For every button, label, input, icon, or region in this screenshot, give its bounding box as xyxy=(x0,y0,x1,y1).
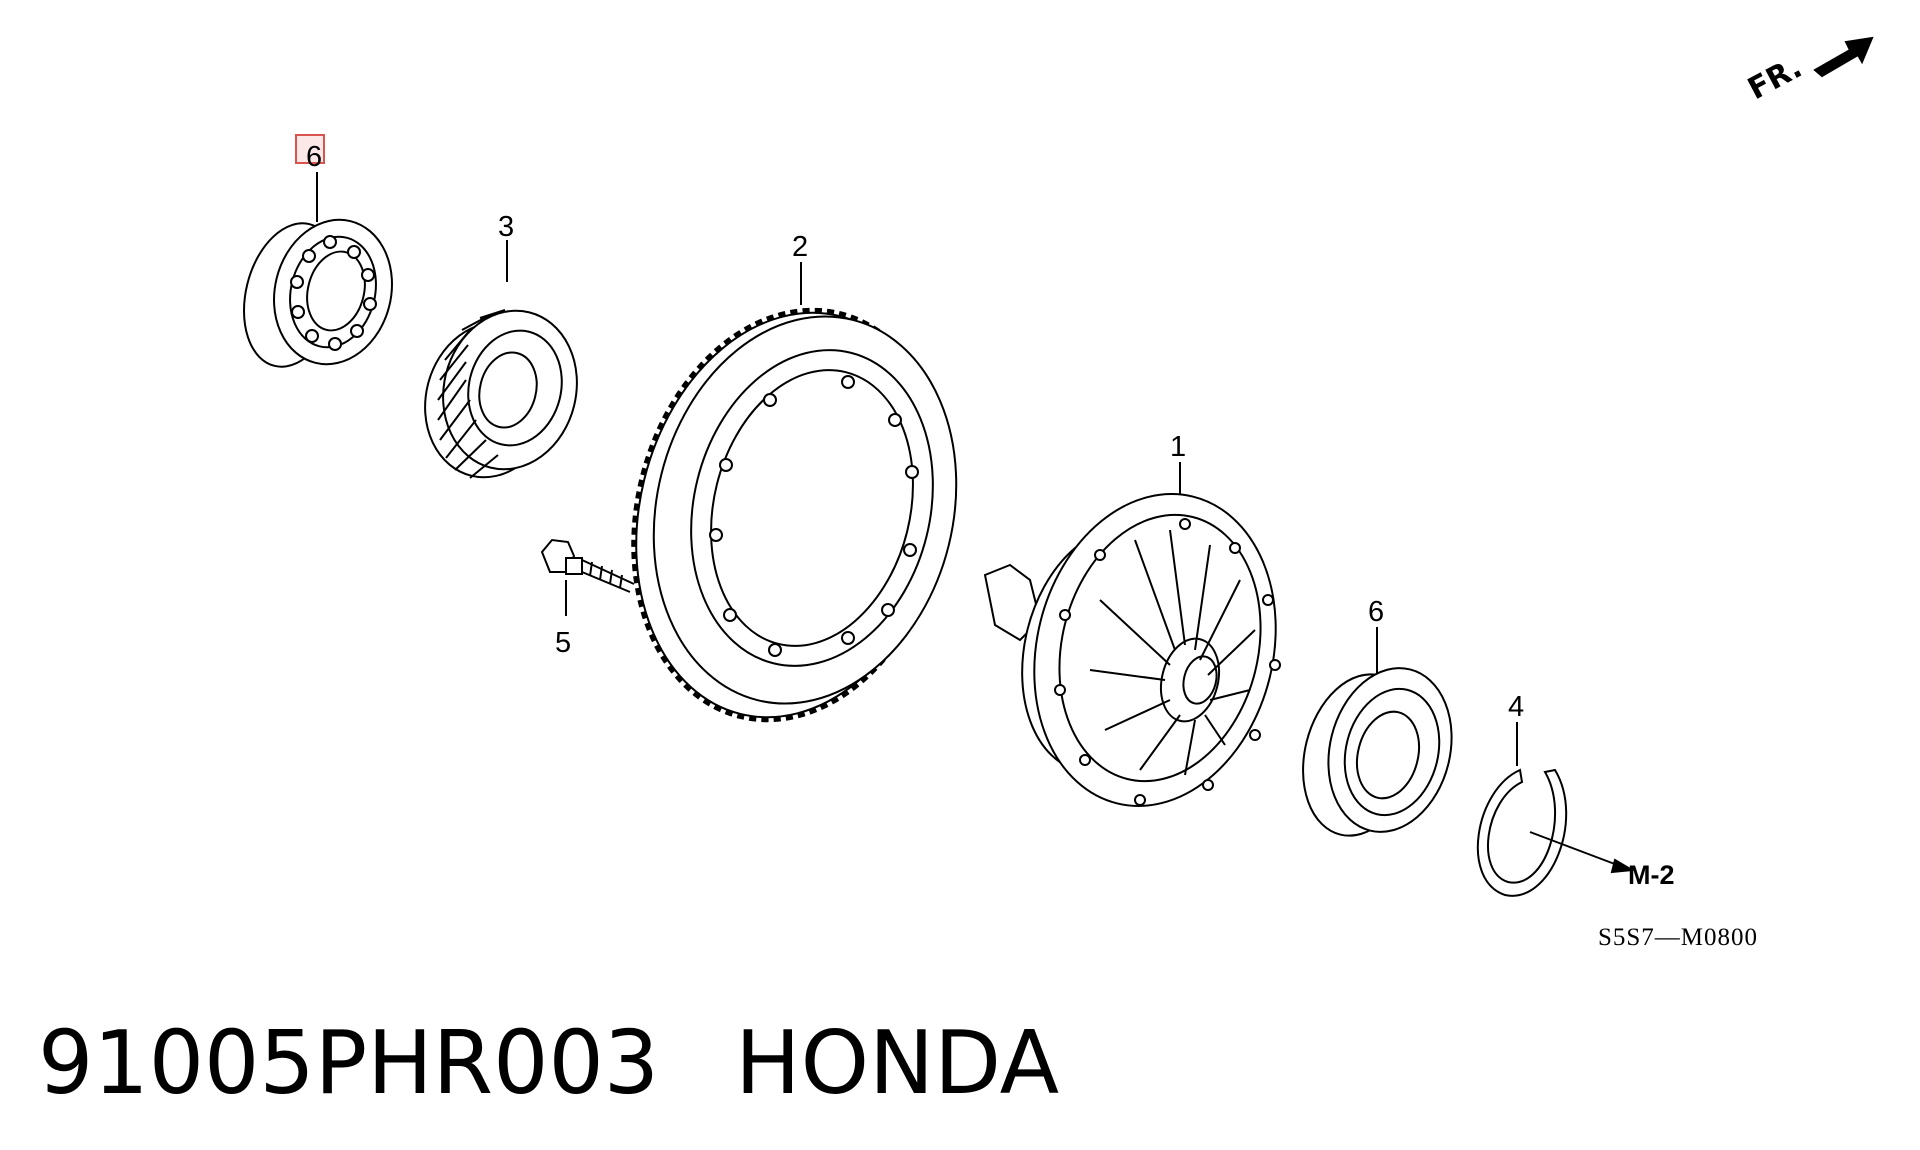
callout-snap-ring: 4 xyxy=(1508,691,1524,723)
callout-bearing-top: 6 xyxy=(306,141,322,173)
bearing-top-part[interactable] xyxy=(230,172,407,377)
selected-callout-highlight[interactable] xyxy=(295,134,325,164)
callout-differential-carrier: 1 xyxy=(1170,431,1186,463)
callout-pinion-gear: 3 xyxy=(498,211,514,243)
brand-name: HONDA xyxy=(735,1012,1060,1114)
bolt-part[interactable] xyxy=(540,538,635,616)
diagram-reference-code: S5S7—M0800 xyxy=(1598,924,1758,951)
callout-ring-gear: 2 xyxy=(792,231,808,263)
callout-bolt: 5 xyxy=(555,627,571,659)
differential-carrier-part[interactable] xyxy=(983,462,1308,832)
snap-ring-part[interactable] xyxy=(1476,722,1636,897)
pinion-gear-part[interactable] xyxy=(409,240,593,491)
front-arrow-indicator: FR. xyxy=(1742,36,1874,107)
front-arrow-icon xyxy=(1813,36,1874,78)
front-label: FR. xyxy=(1742,50,1807,107)
bearing-right-part[interactable] xyxy=(1287,627,1469,848)
part-caption: 91005PHR003 HONDA xyxy=(38,1012,1059,1114)
part-number: 91005PHR003 xyxy=(38,1012,660,1114)
callout-bearing-right: 6 xyxy=(1368,596,1384,628)
navigation-ref-link[interactable]: M-2 xyxy=(1628,860,1675,890)
ring-gear-part[interactable] xyxy=(595,262,996,750)
